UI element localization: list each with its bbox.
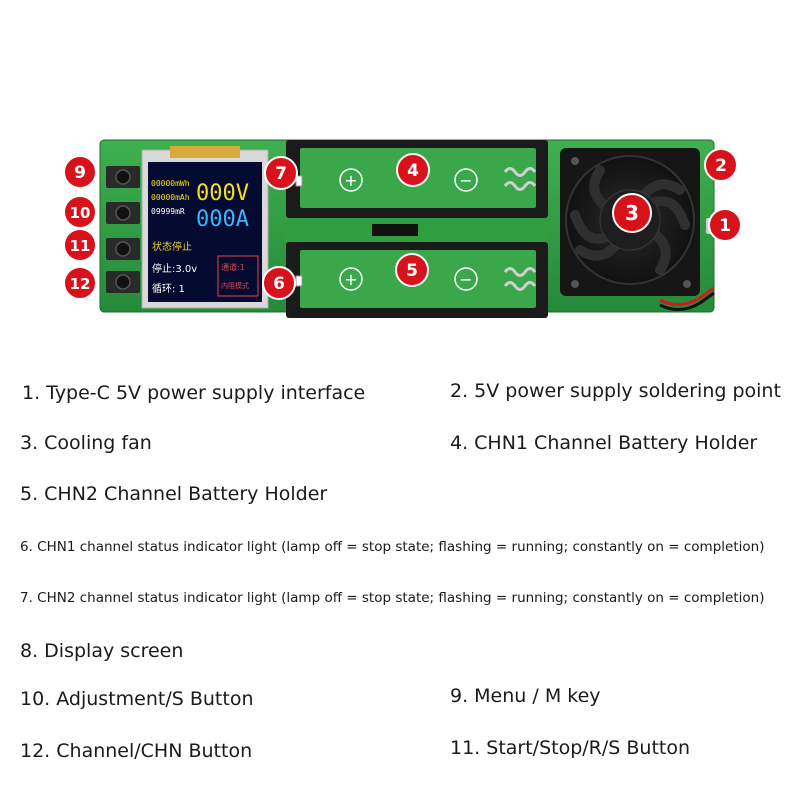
start-stop-button[interactable] — [106, 238, 140, 260]
power-wires — [659, 286, 715, 306]
marker-6: 6 — [262, 266, 296, 300]
marker-circle — [63, 228, 97, 262]
display-screen: 000V 000A 00000mWh 00000mAh 09999mR 通道:1… — [141, 146, 269, 309]
legend-item-7: 7. CHN2 channel status indicator light (… — [20, 590, 765, 606]
marker-circle — [63, 266, 97, 300]
legend-item-5: 5. CHN2 Channel Battery Holder — [20, 483, 328, 505]
lcd-mah: 00000mAh — [151, 193, 190, 202]
marker-1: 1 — [708, 208, 742, 242]
lcd-cycle: 循环: 1 — [152, 282, 185, 295]
marker-circle — [262, 266, 296, 300]
lcd-channel-top: 通道:1 — [221, 262, 245, 272]
legend-item-1: 1. Type-C 5V power supply interface — [22, 382, 366, 404]
marker-circle — [264, 156, 298, 190]
marker-number: 3 — [625, 201, 639, 225]
menu-m-button[interactable] — [106, 166, 140, 188]
marker-10: 10 — [63, 195, 97, 229]
chn2-minus-symbol: − — [459, 270, 472, 289]
marker-number: 1 — [719, 216, 731, 236]
chn1-status-led — [295, 275, 303, 287]
legend-item-11: 11. Start/Stop/R/S Button — [450, 737, 691, 759]
marker-2: 2 — [704, 148, 738, 182]
lcd-volt: 000V — [196, 181, 249, 206]
marker-number: 5 — [406, 261, 418, 281]
lcd-amp: 000A — [196, 207, 249, 232]
legend-item-10: 10. Adjustment/S Button — [20, 688, 254, 710]
marker-number: 11 — [70, 237, 91, 255]
marker-number: 2 — [715, 156, 727, 176]
marker-4: 4 — [396, 153, 430, 187]
marker-circle — [395, 253, 429, 287]
lcd-state: 状态停止 — [152, 240, 192, 253]
marker-circle — [63, 155, 97, 189]
marker-11: 11 — [63, 228, 97, 262]
marker-circle — [396, 153, 430, 187]
marker-3: 3 — [612, 193, 652, 233]
adjustment-s-button[interactable] — [106, 202, 140, 224]
channel-chn-button[interactable] — [106, 271, 140, 293]
legend-item-8: 8. Display screen — [20, 640, 184, 662]
marker-circle — [704, 148, 738, 182]
lcd-mr: 09999mR — [151, 207, 185, 216]
legend-item-3: 3. Cooling fan — [20, 432, 152, 454]
marker-number: 9 — [74, 163, 86, 183]
tactile-buttons — [106, 166, 140, 293]
legend-item-12: 12. Channel/CHN Button — [20, 740, 253, 762]
marker-number: 6 — [273, 274, 285, 294]
lcd-channel-bottom: 内阻模式 — [221, 281, 249, 290]
legend-item-2: 2. 5V power supply soldering point — [450, 380, 781, 402]
marker-7: 7 — [264, 156, 298, 190]
legend-item-6: 6. CHN1 channel status indicator light (… — [20, 539, 765, 555]
chn1-plus-symbol: + — [344, 171, 357, 190]
marker-number: 12 — [70, 275, 91, 293]
chn1-minus-symbol: − — [459, 171, 472, 190]
lcd-mwh: 00000mWh — [151, 179, 190, 188]
marker-number: 7 — [275, 164, 287, 184]
chn2-plus-symbol: + — [344, 270, 357, 289]
legend-item-9: 9. Menu / M key — [450, 685, 601, 707]
marker-circle — [708, 208, 742, 242]
marker-9: 9 — [63, 155, 97, 189]
marker-number: 4 — [407, 161, 419, 181]
product-diagram: 000V 000A 00000mWh 00000mAh 09999mR 通道:1… — [63, 139, 742, 318]
marker-number: 10 — [70, 204, 91, 222]
lcd-stop-voltage: 停止:3.0v — [152, 262, 197, 275]
marker-12: 12 — [63, 266, 97, 300]
marker-5: 5 — [395, 253, 429, 287]
marker-circle — [612, 193, 652, 233]
legend-item-4: 4. CHN1 Channel Battery Holder — [450, 432, 758, 454]
